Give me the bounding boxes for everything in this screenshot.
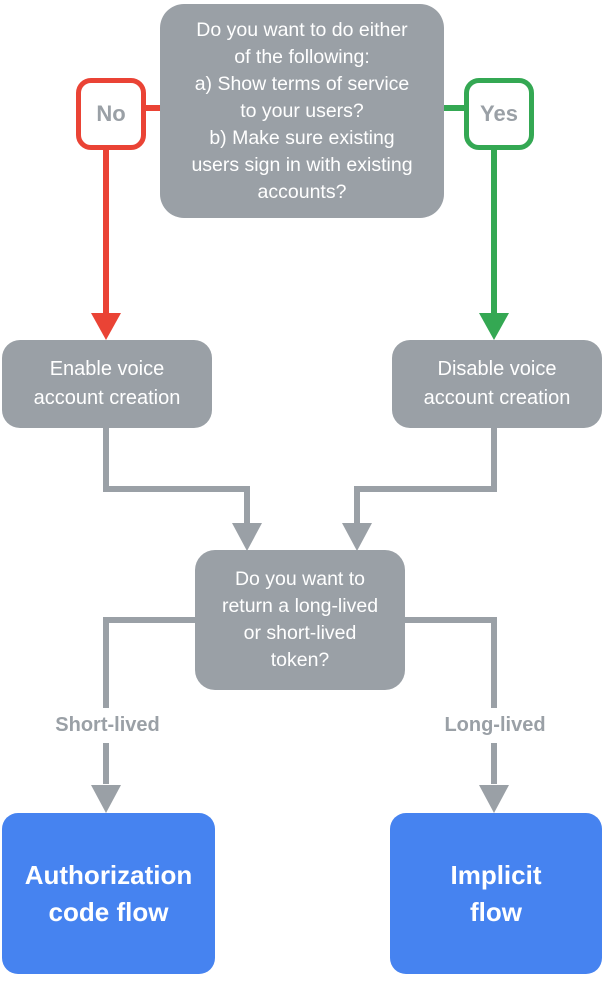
edge-enable-drop [244, 486, 250, 524]
edge-no-horizontal [136, 105, 160, 111]
edge-disable-drop [354, 486, 360, 524]
edge-yes-vertical [491, 138, 497, 314]
long-lived-edge-label-text: Long-lived [444, 714, 546, 736]
merge-right-arrowhead-icon [342, 523, 372, 551]
yes-arrowhead-icon [479, 313, 509, 340]
no-arrowhead-icon [91, 313, 121, 340]
no-badge-text: No [96, 101, 126, 126]
edge-enable-horizontal [103, 486, 250, 492]
node-top-question-text: Do you want to do either of the followin… [191, 18, 413, 203]
edge-no-vertical [103, 138, 109, 314]
node-enable-voice: Enable voice account creation [2, 340, 212, 428]
edge-short-vertical [103, 617, 109, 784]
long-arrowhead-icon [479, 785, 509, 813]
yes-badge-text: Yes [480, 101, 518, 126]
node-token-question-text: Do you want to return a long-lived or sh… [221, 568, 379, 671]
short-lived-edge-label-text: Short-lived [55, 714, 160, 736]
edge-disable-down [491, 428, 497, 490]
short-arrowhead-icon [91, 785, 121, 813]
merge-left-arrowhead-icon [232, 523, 262, 551]
no-badge: No [76, 78, 146, 150]
edge-long-horizontal [405, 617, 497, 623]
node-enable-voice-text: Enable voice account creation [33, 358, 181, 409]
node-implicit-flow-text: Implicit flow [450, 859, 542, 927]
node-implicit-flow: Implicit flow [390, 813, 602, 974]
node-authorization-code-flow-text: Authorization code flow [24, 859, 193, 927]
long-lived-edge-label: Long-lived [410, 708, 580, 743]
edge-short-horizontal [103, 617, 195, 623]
node-disable-voice: Disable voice account creation [392, 340, 602, 428]
node-disable-voice-text: Disable voice account creation [423, 358, 571, 409]
node-token-question: Do you want to return a long-lived or sh… [195, 550, 405, 690]
node-authorization-code-flow: Authorization code flow [2, 813, 215, 974]
edge-disable-horizontal [354, 486, 497, 492]
node-top-question: Do you want to do either of the followin… [160, 4, 444, 218]
yes-badge: Yes [464, 78, 534, 150]
short-lived-edge-label: Short-lived [23, 708, 192, 743]
edge-enable-down [103, 428, 109, 490]
edge-long-vertical [491, 617, 497, 784]
edge-yes-horizontal [444, 105, 464, 111]
